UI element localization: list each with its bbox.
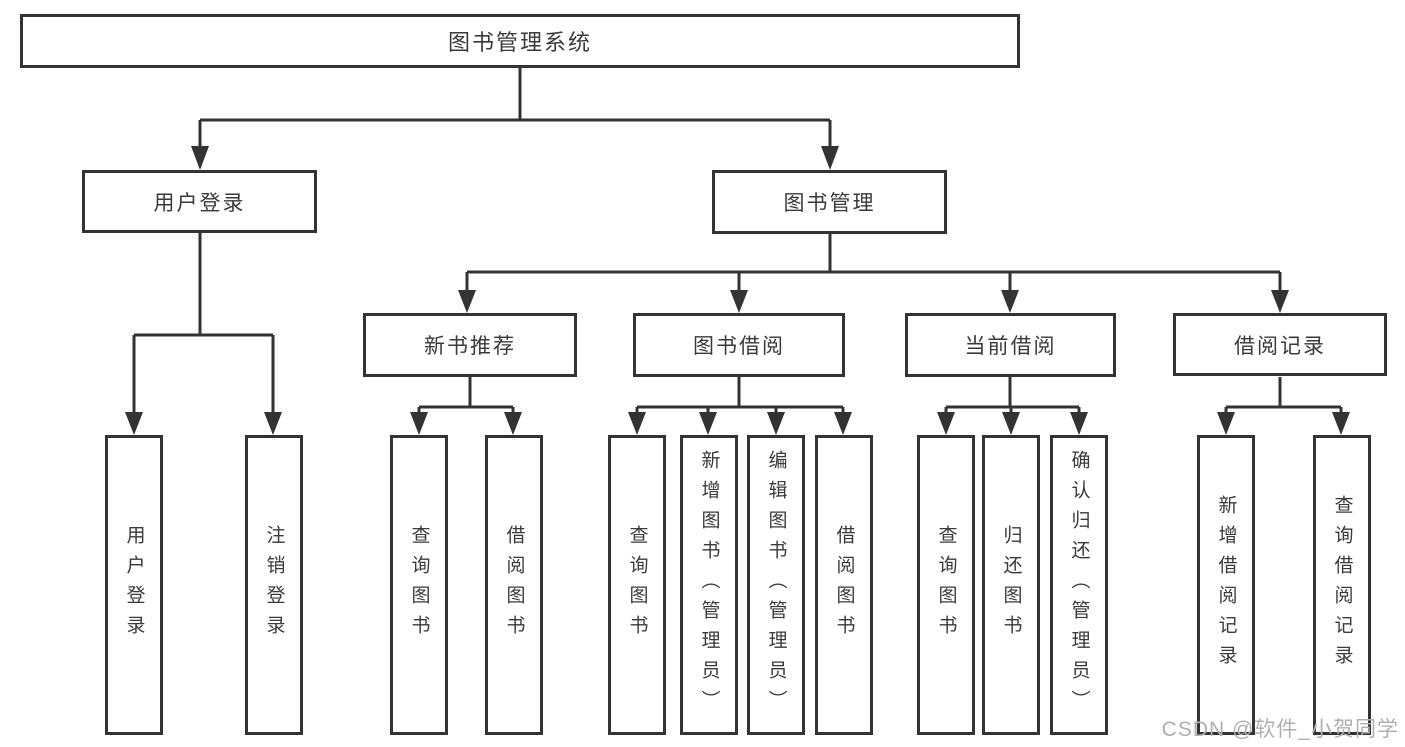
leaf-confirm-return-admin: 确认归还（管理员）: [1050, 435, 1108, 735]
arrowheads: [125, 146, 1350, 435]
node-current-borrow: 当前借阅: [905, 313, 1116, 377]
leaf-borrow-books: 借阅图书: [815, 435, 873, 735]
node-user-login: 用户登录: [82, 170, 317, 233]
leaf-query-books: 查询图书: [608, 435, 666, 735]
leaf-query-books: 查询图书: [917, 435, 975, 735]
node-book-borrow: 图书借阅: [633, 313, 845, 377]
node-library-management-system: 图书管理系统: [20, 14, 1020, 68]
node-book-management: 图书管理: [712, 170, 947, 234]
csdn-watermark: CSDN @软件_小贺同学: [1161, 718, 1399, 741]
leaf-logout: 注销登录: [245, 435, 303, 735]
leaf-user-login: 用户登录: [105, 435, 163, 735]
leaf-return-books: 归还图书: [982, 435, 1040, 735]
leaf-add-books-admin: 新增图书（管理员）: [680, 435, 738, 735]
leaf-borrow-books: 借阅图书: [485, 435, 543, 735]
leaf-query-borrow-record: 查询借阅记录: [1313, 435, 1371, 735]
node-borrow-records: 借阅记录: [1173, 313, 1387, 376]
node-new-book-recommend: 新书推荐: [363, 313, 577, 377]
leaf-edit-books-admin: 编辑图书（管理员）: [747, 435, 805, 735]
leaf-query-books: 查询图书: [390, 435, 448, 735]
leaf-add-borrow-record: 新增借阅记录: [1197, 435, 1255, 735]
